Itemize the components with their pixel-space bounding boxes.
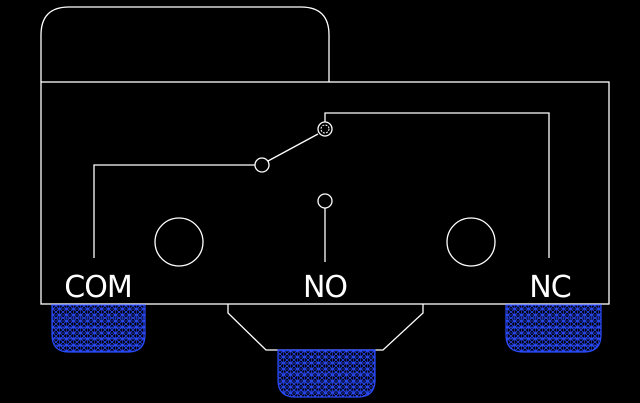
mounting-hole-left: [154, 217, 204, 267]
com-label: COM: [64, 270, 131, 305]
terminal-no: [277, 349, 376, 398]
nc-contact: [317, 121, 333, 137]
com-pivot: [254, 157, 270, 173]
terminal-nc: [505, 304, 602, 353]
nc-wire: [324, 112, 550, 258]
actuator-housing: [40, 6, 330, 82]
terminal-com: [51, 304, 146, 353]
com-wire: [93, 164, 255, 258]
switch-arm: [267, 133, 319, 162]
no-label: NO: [303, 270, 347, 305]
bottom-plunger-housing: [227, 304, 424, 351]
nc-label: NC: [529, 270, 570, 305]
no-contact: [317, 193, 333, 209]
switch-body: [40, 81, 610, 305]
mounting-hole-right: [446, 217, 496, 267]
